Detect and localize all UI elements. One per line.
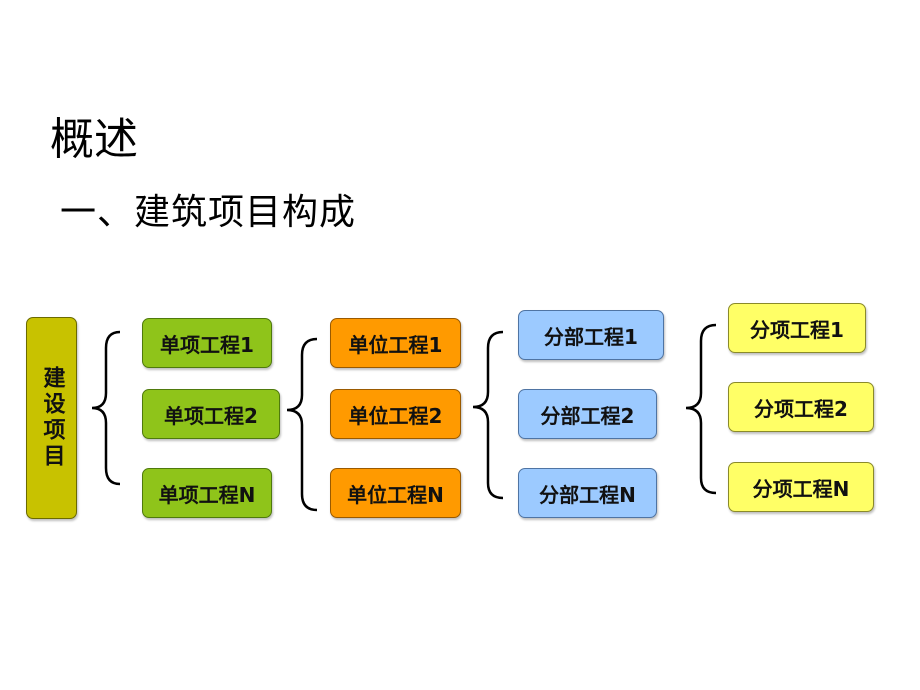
sub-item-project-1: 分项工程1	[728, 303, 866, 353]
unit-project-2: 单位工程2	[330, 389, 461, 439]
brace-root-to-single	[91, 330, 121, 486]
division-project-1: 分部工程1	[518, 310, 664, 360]
construction-project-box: 建设项目	[26, 317, 77, 519]
brace-single-to-unit	[286, 337, 318, 512]
unit-project-1: 单位工程1	[330, 318, 461, 368]
sub-item-project-n: 分项工程N	[728, 462, 874, 512]
slide-title: 概述	[50, 114, 138, 165]
unit-project-n: 单位工程N	[330, 468, 461, 518]
division-project-2: 分部工程2	[518, 389, 657, 439]
sub-item-project-2: 分项工程2	[728, 382, 874, 432]
brace-division-to-subitem	[685, 323, 717, 495]
single-item-project-1: 单项工程1	[142, 318, 272, 368]
single-item-project-n: 单项工程N	[142, 468, 272, 518]
brace-unit-to-division	[472, 330, 504, 500]
division-project-n: 分部工程N	[518, 468, 657, 518]
slide-subtitle: 一、建筑项目构成	[60, 192, 357, 233]
single-item-project-2: 单项工程2	[142, 389, 280, 439]
